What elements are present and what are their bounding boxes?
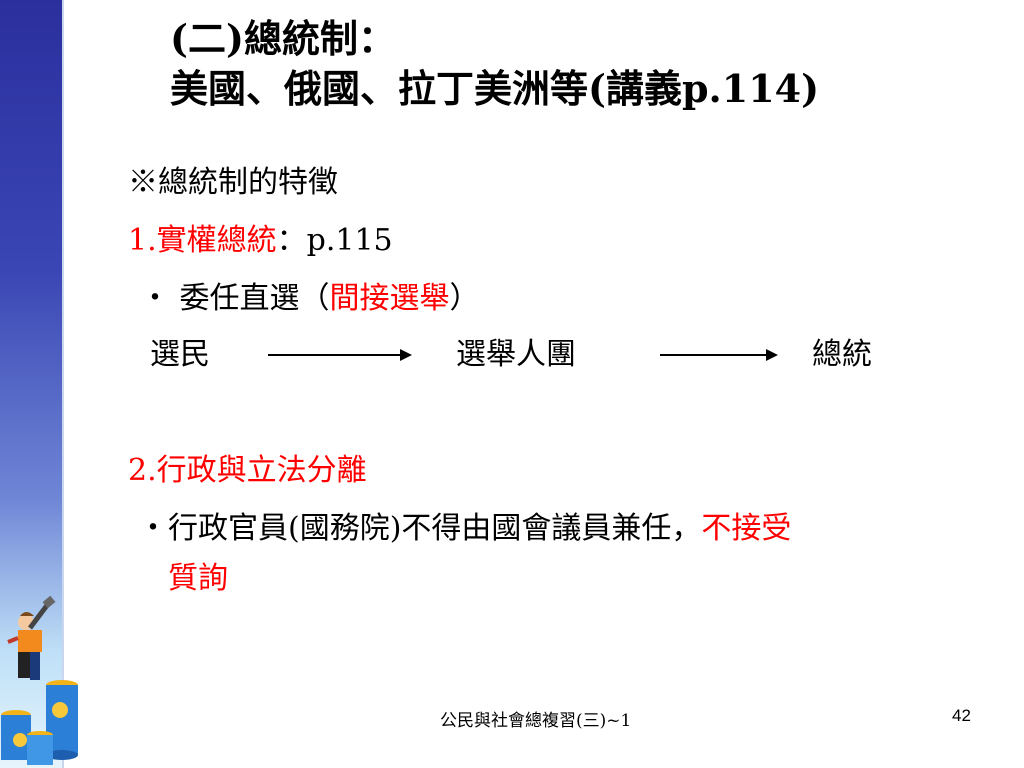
bullet-2-highlight-1: 不接受: [701, 511, 792, 546]
bullet-2-middle: 議員兼任，: [551, 511, 702, 546]
footer-text: 公民與社會總複習(三)~1: [440, 711, 632, 731]
bullet-2-line-1: ・行政官員(國務院)不得由國會議員兼任，不接受: [138, 510, 791, 548]
bullet-2-prefix: ・行政官員(國務院)不得由國會: [138, 511, 552, 546]
bullet-1: ・ 委任直選（間接選舉）: [140, 280, 480, 318]
person-icon: [7, 595, 56, 680]
bullet-1-highlight: 間接選舉: [329, 281, 450, 316]
title-line-1: (二)總統制：: [170, 16, 396, 61]
coin-stack-icon: [1, 680, 78, 765]
arrow-right-icon: [268, 349, 412, 361]
person-with-telescope-on-coins-illustration: [1, 595, 78, 765]
section-heading: ※總統制的特徵: [128, 165, 338, 200]
flow-step-3: 總統: [812, 337, 872, 372]
point-1-label: 1.實權總統: [128, 223, 277, 258]
side-divider-line: [62, 0, 64, 768]
page-number: 42: [952, 706, 971, 725]
arrow-right-icon: [660, 349, 778, 361]
bullet-2-highlight-2: 質詢: [168, 561, 228, 596]
flow-step-1: 選民: [150, 337, 210, 372]
flow-step-2: 選舉人團: [456, 337, 576, 372]
point-1: 1.實權總統：p.115: [128, 222, 393, 260]
point-2-label: 2.行政與立法分離: [128, 453, 367, 488]
slide-title: (二)總統制： 美國、俄國、拉丁美洲等(講義p.114): [170, 14, 819, 114]
point-1-suffix: ：p.115: [276, 223, 393, 258]
bullet-1-suffix: ）: [449, 281, 480, 316]
title-line-2: 美國、俄國、拉丁美洲等(講義p.114): [170, 66, 820, 111]
bullet-1-prefix: ・ 委任直選（: [140, 281, 330, 316]
